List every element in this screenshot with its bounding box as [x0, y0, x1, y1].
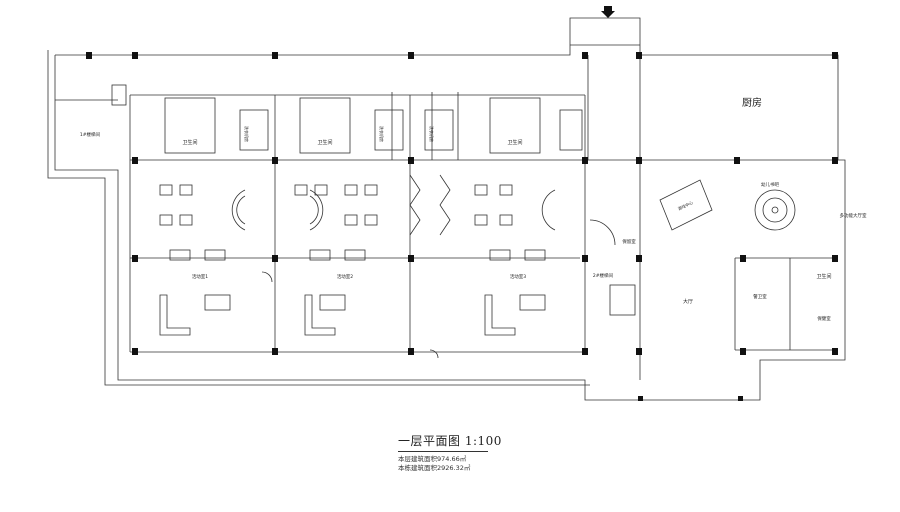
room-label-stair-2: 2#楼梯间 [593, 272, 614, 279]
room-label-activity-3: 活动室3 [510, 273, 526, 280]
room-label-toilet-3: 卫生间 [507, 139, 522, 146]
room-label-kitchen: 厨房 [742, 96, 762, 109]
room-label-toilet-1: 卫生间 [182, 139, 197, 146]
title-underline [398, 451, 488, 452]
room-label-duty-room: 警卫室 [753, 293, 767, 300]
entrance-arrow-icon [601, 6, 615, 18]
building-area-text: 本栋建筑面积2926.32㎡ [398, 464, 471, 472]
plan-walls [47, 17, 846, 401]
room-label-hall: 大厅 [683, 298, 693, 305]
room-label-stair-1: 1#楼梯间 [80, 131, 101, 138]
room-label-kids-bar: 幼儿书吧 [761, 181, 779, 188]
room-label-laundry-3: 洗衣机房 [429, 126, 435, 142]
room-label-laundry-1: 洗衣机房 [244, 126, 250, 142]
room-label-reception: 保留室 [622, 238, 636, 245]
title-block: 一层平面图 1:100 本层建筑面积974.66㎡ 本栋建筑面积2926.32㎡ [398, 432, 598, 473]
room-label-laundry-2: 洗衣机房 [379, 126, 385, 142]
floor-area-text: 本层建筑面积974.66㎡ [398, 455, 467, 463]
room-label-toilet-2: 卫生间 [317, 139, 332, 146]
room-label-health-center: 游戏中心 [677, 199, 694, 211]
room-label-care-room: 保健室 [817, 315, 831, 322]
room-label-multi-room: 多功能大厅室 [840, 212, 867, 219]
plan-title: 一层平面图 1:100 [398, 434, 502, 448]
room-label-activity-1: 活动室1 [192, 273, 208, 280]
structural-columns [86, 52, 838, 401]
room-label-toilet-4: 卫生间 [816, 273, 831, 280]
room-label-activity-2: 活动室2 [337, 273, 353, 280]
